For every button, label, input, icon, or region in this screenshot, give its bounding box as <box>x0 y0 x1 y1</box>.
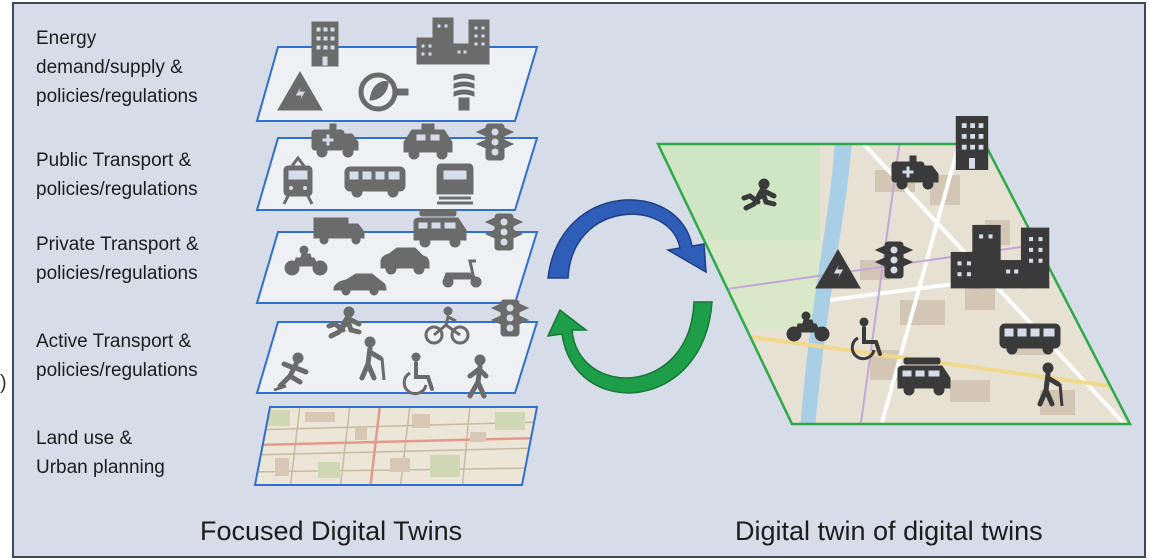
edge-glyph: ) <box>0 372 7 394</box>
label-line: policies/regulations <box>36 263 198 284</box>
buildings-cluster-icon <box>416 17 490 65</box>
label-line: policies/regulations <box>36 179 198 200</box>
label-line: Energy <box>36 28 97 49</box>
caption-digital-twin-of-twins: Digital twin of digital twins <box>735 516 1043 546</box>
label-line: Active Transport & <box>36 331 192 352</box>
label-line: Private Transport & <box>36 234 199 255</box>
label-private-transport: Private Transport & policies/regulations <box>36 230 199 288</box>
label-line: policies/regulations <box>36 86 198 107</box>
train-icon <box>435 162 475 205</box>
label-line: Land use & <box>36 428 133 449</box>
green-cycle-arrow <box>546 301 713 394</box>
twin-map <box>656 142 1133 426</box>
label-line: policies/regulations <box>36 360 198 381</box>
blue-cycle-arrow <box>547 199 707 279</box>
label-active-transport: Active Transport & policies/regulations <box>36 327 198 385</box>
label-line: Urban planning <box>36 457 165 478</box>
label-line: Public Transport & <box>36 150 192 171</box>
building-icon <box>955 115 989 171</box>
label-land-use: Land use & Urban planning <box>36 424 165 482</box>
caption-focused-digital-twins: Focused Digital Twins <box>200 516 463 546</box>
label-energy: Energy demand/supply & policies/regulati… <box>36 24 198 111</box>
label-public-transport: Public Transport & policies/regulations <box>36 146 198 204</box>
label-line: demand/supply & <box>36 57 183 78</box>
layer-land-use-map <box>253 406 539 486</box>
building-icon <box>311 21 339 67</box>
